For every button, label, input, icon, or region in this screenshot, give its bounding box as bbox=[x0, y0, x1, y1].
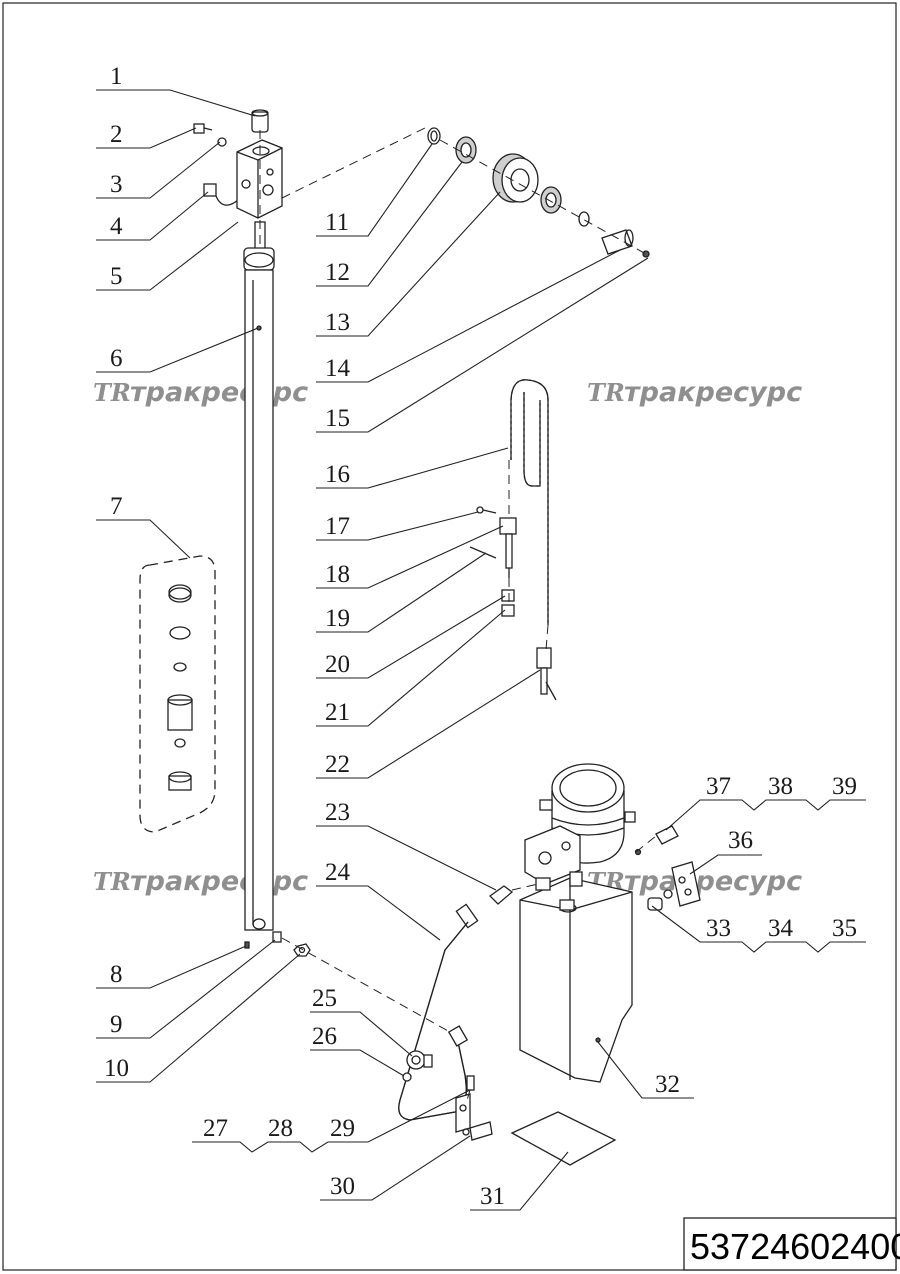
part-6-column-tube bbox=[243, 221, 275, 931]
part-17-bolt bbox=[476, 506, 497, 514]
label-31: 31 bbox=[480, 1183, 505, 1210]
label-29: 29 bbox=[330, 1115, 355, 1142]
label-4: 4 bbox=[110, 213, 123, 240]
label-14: 14 bbox=[325, 355, 351, 382]
part-15-ring bbox=[578, 211, 590, 227]
part-3-nut bbox=[217, 137, 227, 147]
svg-text:TR: TR bbox=[587, 378, 625, 407]
svg-text:тракресурс: тракресурс bbox=[624, 866, 802, 897]
part-25-tee-fitting bbox=[406, 1050, 433, 1070]
label-26: 26 bbox=[312, 1023, 337, 1050]
part-24-hose bbox=[398, 903, 479, 1121]
label-32: 32 bbox=[655, 1071, 680, 1098]
label-3: 3 bbox=[110, 171, 123, 198]
part-34-washer bbox=[663, 889, 673, 899]
part-30-bracket bbox=[455, 1093, 493, 1141]
label-27: 27 bbox=[203, 1115, 228, 1142]
label-2: 2 bbox=[110, 121, 123, 148]
label-39: 39 bbox=[832, 773, 857, 800]
label-19: 19 bbox=[325, 605, 350, 632]
part-clip bbox=[642, 250, 650, 258]
part-9-nipple bbox=[272, 931, 282, 943]
part-11-ring bbox=[427, 127, 441, 145]
svg-text:TR: TR bbox=[93, 378, 131, 407]
label-13: 13 bbox=[325, 309, 350, 336]
part-7-seal-kit bbox=[139, 555, 216, 833]
part-19-cotter-pin bbox=[469, 546, 497, 559]
label-28: 28 bbox=[268, 1115, 293, 1142]
part-18-chain-anchor bbox=[499, 517, 517, 578]
label-11: 11 bbox=[325, 209, 349, 236]
label-38: 38 bbox=[768, 773, 793, 800]
part-axle bbox=[601, 229, 634, 255]
svg-text:тракресурс: тракресурс bbox=[130, 866, 308, 897]
svg-text:TR: TR bbox=[93, 867, 131, 896]
part-1-cap bbox=[251, 109, 269, 133]
label-15: 15 bbox=[325, 405, 350, 432]
part-32-power-unit bbox=[519, 763, 636, 1083]
part-37-fitting bbox=[655, 825, 679, 845]
label-34: 34 bbox=[768, 915, 794, 942]
part-4-fitting bbox=[203, 183, 239, 206]
label-36: 36 bbox=[728, 827, 753, 854]
svg-text:тракресурс: тракресурс bbox=[624, 377, 802, 408]
document-number-box: 537246024001 bbox=[683, 1217, 900, 1271]
label-9: 9 bbox=[110, 1011, 123, 1038]
watermark-top-left: TR тракресурс bbox=[93, 377, 308, 408]
label-25: 25 bbox=[312, 985, 337, 1012]
label-8: 8 bbox=[110, 961, 123, 988]
leader-lines bbox=[96, 89, 866, 1211]
label-18: 18 bbox=[325, 561, 350, 588]
label-23: 23 bbox=[325, 799, 350, 826]
part-22-lower-anchor bbox=[536, 647, 557, 701]
label-12: 12 bbox=[325, 259, 350, 286]
part-20-nut bbox=[501, 589, 515, 602]
part-23-fitting bbox=[488, 885, 514, 905]
watermark-top-right: TR тракресурс bbox=[587, 377, 802, 408]
part-14-bearing bbox=[540, 186, 562, 214]
label-7: 7 bbox=[110, 493, 123, 520]
label-21: 21 bbox=[325, 699, 350, 726]
label-33: 33 bbox=[706, 915, 731, 942]
label-22: 22 bbox=[325, 751, 350, 778]
label-17: 17 bbox=[325, 513, 350, 540]
part-31-plate bbox=[510, 1111, 617, 1166]
part-12-bearing bbox=[455, 136, 477, 164]
label-16: 16 bbox=[325, 461, 350, 488]
part-38-washer bbox=[634, 848, 642, 856]
part-29-bolt bbox=[466, 1075, 475, 1091]
label-1: 1 bbox=[110, 63, 123, 90]
label-10: 10 bbox=[104, 1055, 129, 1082]
svg-text:тракресурс: тракресурс bbox=[130, 377, 308, 408]
label-6: 6 bbox=[110, 345, 123, 372]
part-8-pin bbox=[244, 941, 250, 949]
label-5: 5 bbox=[110, 263, 123, 290]
part-2-bolt bbox=[193, 123, 213, 134]
assembly-axis-lines bbox=[259, 127, 657, 1105]
part-36-plate bbox=[671, 861, 701, 907]
document-number: 537246024001 bbox=[690, 1226, 900, 1267]
label-35: 35 bbox=[832, 915, 857, 942]
watermark-bottom-left: TR тракресурс bbox=[93, 866, 308, 897]
part-13-pulley bbox=[492, 153, 539, 203]
part-labels: 1 2 3 4 5 6 7 8 9 10 11 12 13 14 15 16 1… bbox=[104, 63, 857, 1210]
label-24: 24 bbox=[325, 859, 351, 886]
watermark-bottom-right: TR тракресурс bbox=[587, 866, 802, 897]
part-26-nut bbox=[402, 1072, 412, 1082]
part-16-chain bbox=[510, 379, 549, 625]
label-30: 30 bbox=[330, 1173, 355, 1200]
label-20: 20 bbox=[325, 651, 350, 678]
part-21-nut bbox=[501, 604, 515, 617]
part-33-bolt bbox=[647, 897, 663, 911]
label-37: 37 bbox=[706, 773, 731, 800]
